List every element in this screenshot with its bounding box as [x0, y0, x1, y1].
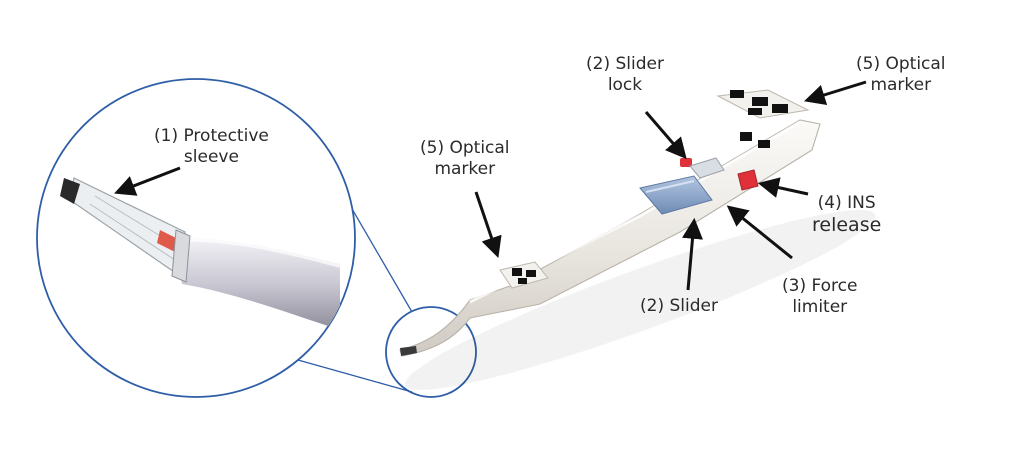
label-slider-lock: (2) Slider lock	[586, 54, 664, 95]
ins-release-part	[737, 169, 759, 191]
zoom-circle	[36, 78, 356, 398]
label-slider: (2) Slider	[640, 296, 718, 317]
device-shadow	[404, 209, 876, 391]
label-slider-lock-line2: lock	[607, 74, 643, 95]
arrow-ins-release	[757, 177, 809, 198]
tip-highlight-circle	[385, 306, 477, 398]
label-optical-marker-top-line1: (5) Optical	[856, 54, 946, 74]
slider-part	[639, 175, 713, 215]
slider-lock-part	[680, 157, 725, 179]
arrow-force-limiter	[726, 205, 793, 260]
label-protective-sleeve-line2: sleeve	[183, 146, 239, 167]
callout-arrows	[114, 80, 867, 291]
optical-marker-top	[730, 90, 788, 148]
label-force-limiter-line1: (3) Force	[782, 276, 858, 296]
label-optical-marker-left-line2: marker	[434, 158, 496, 179]
label-optical-marker-top-line2: marker	[870, 74, 932, 95]
arrow-optical-marker-left	[474, 191, 502, 258]
protective-sleeve-closeup	[60, 177, 341, 330]
label-optical-marker-left-line1: (5) Optical	[420, 138, 510, 158]
arrow-slider-lock	[644, 111, 687, 160]
label-optical-marker-top: (5) Optical marker	[856, 54, 946, 95]
label-ins-release-line2: release	[812, 213, 882, 236]
arrow-slider	[682, 217, 703, 291]
optical-marker-left	[499, 261, 549, 289]
label-slider-line1: (2) Slider	[640, 296, 718, 316]
label-slider-lock-line1: (2) Slider	[586, 54, 664, 74]
label-optical-marker-left: (5) Optical marker	[420, 138, 510, 179]
label-force-limiter-line2: limiter	[792, 296, 848, 317]
label-ins-release-line1: (4) INS	[817, 193, 876, 213]
label-ins-release: (4) INS release	[812, 193, 881, 237]
label-protective-sleeve: (1) Protective sleeve	[154, 126, 269, 167]
arrow-protective-sleeve	[114, 166, 181, 196]
label-force-limiter: (3) Force limiter	[782, 276, 857, 317]
label-protective-sleeve-line1: (1) Protective	[154, 126, 269, 146]
arrow-optical-marker-top	[803, 80, 867, 106]
